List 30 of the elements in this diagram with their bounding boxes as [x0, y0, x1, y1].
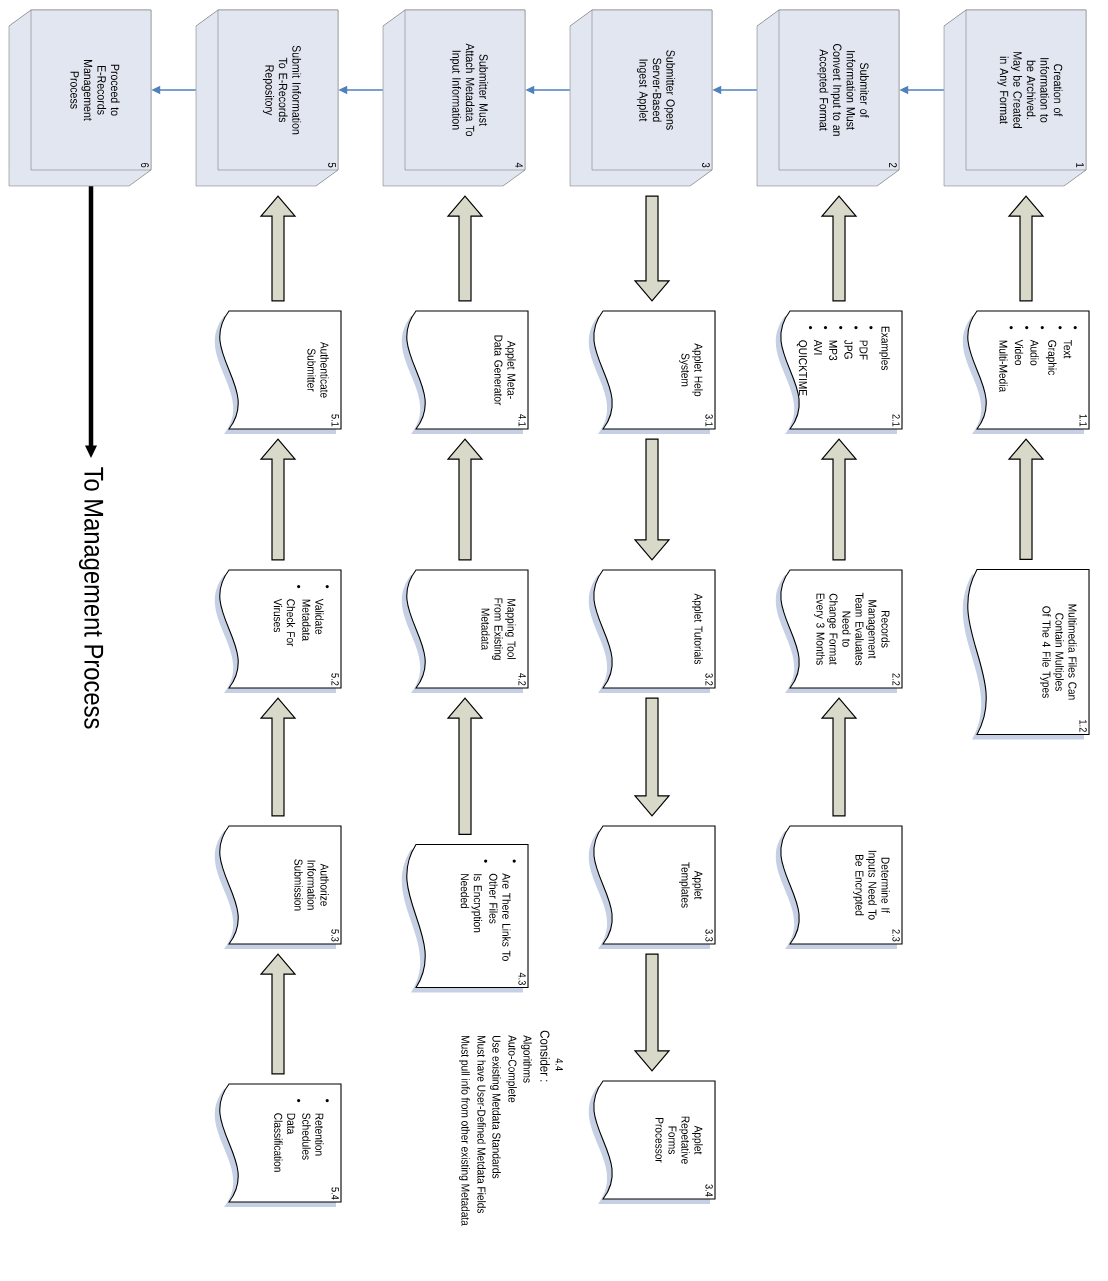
step-number: 4.4: [555, 1058, 563, 1071]
process-box: Submiter of Information Must Convert Input to an Accepted Format 2: [756, 9, 900, 187]
process-box: Submitter Opens Server-Based Ingest Applet 3: [569, 9, 713, 187]
block-arrow: [633, 195, 671, 302]
block-arrow: [259, 953, 297, 1075]
block-arrow: [1007, 438, 1045, 560]
block-arrow: [446, 438, 484, 561]
block-arrow: [633, 697, 671, 817]
note-text: Use existing Metdata Standards: [490, 1036, 501, 1179]
process-label: To Management Process: [78, 467, 104, 729]
block-arrow: [259, 697, 297, 817]
block-arrow: [633, 438, 671, 561]
block-arrow: [259, 438, 297, 561]
process-box: Submit Information To E-Records Repository 5: [195, 9, 339, 187]
note-text: Must have User-Defined Metdata Fields: [477, 1036, 486, 1214]
block-arrow: [446, 697, 484, 835]
block-arrow: [820, 697, 858, 817]
note-heading: Consider :: [540, 1030, 550, 1082]
block-arrow: [820, 195, 858, 302]
process-box: Proceed to E-Records Management Process 6: [8, 9, 152, 187]
block-arrow: [633, 953, 671, 1072]
block-arrow: [446, 195, 484, 302]
process-box: Creation of Information to be Archived. May be Created in Any Format 1: [943, 9, 1087, 187]
block-arrow: [1007, 195, 1045, 302]
note-text: Algorithms: [521, 1035, 532, 1083]
block-arrow: [820, 438, 858, 561]
note-text: Must pull info from other existing Metadata: [459, 1036, 470, 1226]
process-box: Submitter Must Attach Metadata To Input Information 4: [382, 9, 526, 187]
block-arrow: [259, 195, 297, 302]
note-text: Auto-Complete: [506, 1035, 517, 1103]
